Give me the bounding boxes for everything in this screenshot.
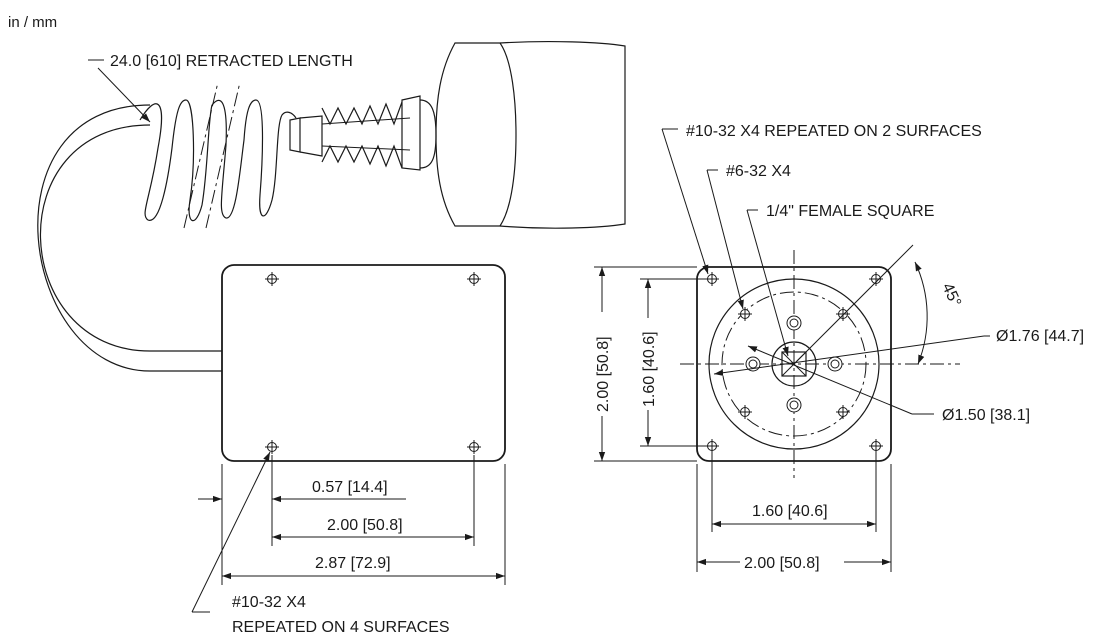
angle-label: 45° xyxy=(938,281,964,310)
counterbore-hole xyxy=(827,356,843,372)
dim-face-width: 2.00 [50.8] xyxy=(744,555,820,572)
side-holes-leader xyxy=(191,451,271,613)
face-hole xyxy=(868,271,884,287)
cable-assembly: 24.0 [610] RETRACTED LENGTH xyxy=(37,40,626,372)
side-view: 0.57 [14.4] 2.00 [50.8] 2.87 [72.9] #10-… xyxy=(191,264,506,636)
female-square-leader xyxy=(746,209,789,357)
inner-holes-leader xyxy=(706,169,744,310)
dim-face-height: 2.00 [50.8] xyxy=(595,336,612,412)
retracted-length-label: 24.0 [610] RETRACTED LENGTH xyxy=(110,53,353,70)
side-body xyxy=(221,264,506,462)
side-holes-label: #10-32 X4 xyxy=(232,594,306,611)
inner-hole xyxy=(835,306,851,322)
dim-side-width: 2.87 [72.9] xyxy=(315,555,391,572)
side-hole xyxy=(466,271,482,287)
cable-outline-inner xyxy=(37,104,222,372)
face-holes-leader xyxy=(661,128,709,275)
handle-knob xyxy=(435,40,626,229)
units-label: in / mm xyxy=(8,14,57,31)
dia-outer-leader xyxy=(713,335,985,376)
side-hole xyxy=(466,439,482,455)
retracted-length-leader xyxy=(97,67,151,123)
inner-hole xyxy=(737,306,753,322)
face-hole xyxy=(868,438,884,454)
front-view: 45° Ø1.76 [44.7] Ø1.50 [38.1] #10-32 X4 … xyxy=(590,123,1084,572)
dia-inner-leader xyxy=(747,345,913,415)
strain-relief xyxy=(289,95,437,171)
face-holes-label: #10-32 X4 REPEATED ON 2 SURFACES xyxy=(686,123,982,140)
side-hole xyxy=(264,439,280,455)
cable-outline xyxy=(39,124,222,352)
counterbore-hole xyxy=(786,315,802,331)
inner-hole xyxy=(737,404,753,420)
dia-outer-label: Ø1.76 [44.7] xyxy=(996,328,1084,345)
angle-arc xyxy=(914,261,928,365)
inner-hole xyxy=(835,404,851,420)
dim-side-spacing: 2.00 [50.8] xyxy=(327,517,403,534)
dim-face-hole-height: 1.60 [40.6] xyxy=(641,331,658,407)
coil-cable xyxy=(139,81,297,229)
dia-inner-label: Ø1.50 [38.1] xyxy=(942,407,1030,424)
female-square-label: 1/4" FEMALE SQUARE xyxy=(766,203,934,220)
counterbore-hole xyxy=(786,397,802,413)
dim-side-offset: 0.57 [14.4] xyxy=(312,479,388,496)
dim-face-hole-width: 1.60 [40.6] xyxy=(752,503,828,520)
inner-holes-label: #6-32 X4 xyxy=(726,163,791,180)
side-hole xyxy=(264,271,280,287)
side-holes-note: REPEATED ON 4 SURFACES xyxy=(232,619,450,636)
